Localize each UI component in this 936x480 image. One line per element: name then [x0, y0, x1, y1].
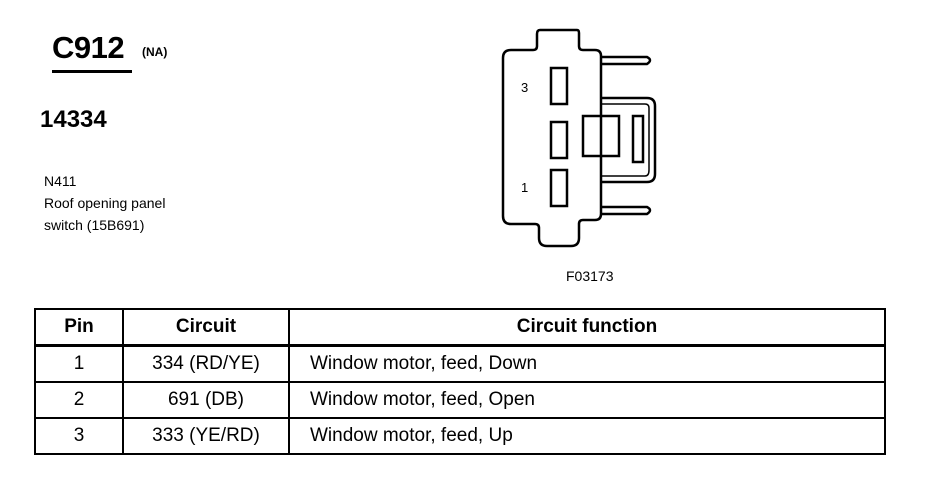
- component-name-line1: Roof opening panel: [44, 195, 166, 211]
- side-shroud: [601, 96, 657, 184]
- key-tab: [631, 114, 645, 164]
- connector-id: C912: [52, 30, 125, 65]
- table-row: 3 333 (YE/RD) Window motor, feed, Up: [34, 417, 886, 455]
- cell-pin: 1: [34, 344, 124, 383]
- table-row: 2 691 (DB) Window motor, feed, Open: [34, 381, 886, 419]
- latch-arm-bottom: [601, 205, 652, 216]
- header-circuit: Circuit: [122, 308, 290, 347]
- cell-circuit: 691 (DB): [122, 381, 290, 419]
- cell-pin: 2: [34, 381, 124, 419]
- title-underline: [52, 70, 132, 73]
- component-code: N411: [44, 173, 77, 189]
- cell-pin: 3: [34, 417, 124, 455]
- component-name-line2: switch (15B691): [44, 217, 145, 233]
- cell-circuit-function: Window motor, feed, Down: [288, 344, 886, 383]
- figure-code: F03173: [566, 268, 614, 284]
- header-circuit-function: Circuit function: [288, 308, 886, 347]
- header-pin: Pin: [34, 308, 124, 347]
- pin-label-1: 1: [521, 180, 528, 195]
- pinout-table: Pin Circuit Circuit function 1 334 (RD/Y…: [34, 308, 886, 455]
- cell-circuit: 333 (YE/RD): [122, 417, 290, 455]
- pin-cavity-1: [549, 168, 569, 208]
- component-description: N411 Roof opening panel switch (15B691): [44, 170, 264, 236]
- pin-label-3: 3: [521, 80, 528, 95]
- cell-circuit-function: Window motor, feed, Open: [288, 381, 886, 419]
- pin-cavity-3: [549, 66, 569, 106]
- connector-face-diagram: 3 1: [495, 24, 675, 259]
- region-label: (NA): [142, 45, 168, 59]
- table-row: 1 334 (RD/YE) Window motor, feed, Down: [34, 344, 886, 383]
- side-shroud-inner: [601, 103, 650, 177]
- key-block: [581, 114, 621, 158]
- cell-circuit-function: Window motor, feed, Up: [288, 417, 886, 455]
- table-header-row: Pin Circuit Circuit function: [34, 308, 886, 347]
- connector-face-svg: 3 1: [501, 28, 657, 248]
- connector-housing: [501, 28, 603, 248]
- part-number: 14334: [40, 106, 107, 133]
- pin-cavity-2: [549, 120, 569, 160]
- cell-circuit: 334 (RD/YE): [122, 344, 290, 383]
- latch-arm-top: [601, 55, 652, 66]
